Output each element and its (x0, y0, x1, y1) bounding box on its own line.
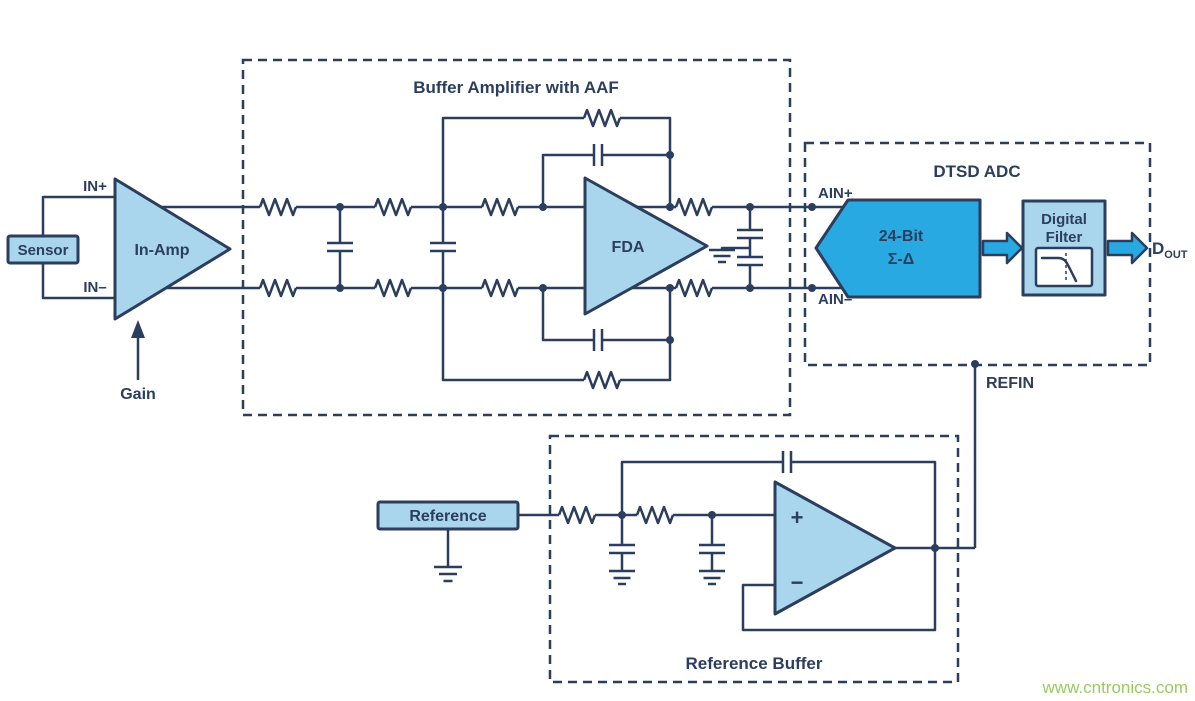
resistor-symbol (674, 197, 714, 217)
reference-opamp-triangle (773, 480, 897, 616)
refin-label: REFIN (986, 375, 1034, 392)
junction-dot (971, 360, 979, 368)
junction-dot (439, 203, 447, 211)
output-common-mode-capacitors (720, 207, 763, 288)
dout-label: DOUT (1152, 239, 1188, 261)
in-amp-triangle (113, 177, 232, 321)
shunt-capacitor-2 (699, 515, 725, 586)
resistor-symbol (258, 278, 298, 298)
resistor-symbol (258, 197, 298, 217)
reference-buffer-title: Reference Buffer (686, 654, 823, 673)
opamp-minus-label: − (791, 570, 804, 595)
junction-dot (746, 284, 754, 292)
in-plus-label: IN+ (83, 178, 107, 195)
junction-dot (618, 511, 626, 519)
modulator-to-filter-arrow (981, 231, 1024, 265)
junction-dot (708, 511, 716, 519)
reference-feedback-capacitor-path (620, 451, 937, 548)
junction-dot (746, 203, 754, 211)
reference-label: Reference (409, 508, 486, 525)
reference-buffer-dashed-box (548, 434, 960, 684)
top-feedback-resistor-path (441, 116, 672, 207)
sensor-input-wires (41, 195, 115, 300)
bottom-feedback-resistor-path (441, 288, 672, 382)
resistor-symbol (582, 108, 622, 128)
fda-label: FDA (612, 239, 645, 256)
junction-dot (666, 284, 674, 292)
dtsd-adc-title: DTSD ADC (933, 162, 1020, 181)
resistor-symbol (674, 278, 714, 298)
shunt-capacitor-1 (609, 515, 635, 586)
buffer-amplifier-title: Buffer Amplifier with AAF (413, 78, 619, 97)
buffer-amplifier-dashed-box (241, 58, 792, 417)
opamp-plus-label: + (791, 505, 804, 530)
junction-dot (666, 336, 674, 344)
gain-label: Gain (120, 386, 156, 403)
junction-dot (666, 203, 674, 211)
resistor-symbol (373, 197, 413, 217)
sigma-delta-modulator-block (814, 198, 982, 299)
ain-minus-label: AIN– (818, 291, 852, 308)
in-minus-label: IN– (83, 279, 106, 296)
modulator-label-line2: Σ-Δ (888, 251, 914, 268)
junction-dot (336, 284, 344, 292)
resistor-symbol (635, 505, 675, 525)
sensor-label: Sensor (18, 242, 69, 259)
watermark-text: www.cntronics.com (1042, 678, 1188, 697)
junction-dot (666, 151, 674, 159)
ain-plus-label: AIN+ (818, 185, 853, 202)
dout-subscript: OUT (1164, 249, 1188, 261)
resistor-symbol (480, 197, 520, 217)
reference-ground-symbol (434, 529, 462, 583)
resistor-symbol (480, 278, 520, 298)
differential-capacitor-2 (430, 207, 456, 288)
reference-feedback-wire (741, 548, 937, 632)
sensor-block (6, 234, 80, 265)
filter-response-icon (1034, 246, 1094, 288)
reference-block (376, 500, 520, 531)
digital-filter-label-line2: Filter (1046, 229, 1083, 246)
junction-dots (336, 151, 979, 552)
junction-dot (439, 284, 447, 292)
gain-arrow-head (131, 320, 145, 338)
junction-dot (539, 284, 547, 292)
bottom-feedback-capacitor-path (541, 288, 670, 351)
filter-to-dout-arrow (1106, 231, 1149, 265)
fda-triangle (583, 176, 709, 316)
resistor-symbol (557, 505, 597, 525)
junction-dot (808, 284, 816, 292)
junction-dot (539, 203, 547, 211)
dout-base: D (1152, 239, 1164, 258)
lowpass-curve-icon (1040, 256, 1078, 283)
differential-capacitor-1 (327, 207, 353, 288)
resistor-symbol (373, 278, 413, 298)
junction-dot (336, 203, 344, 211)
junction-dot (808, 203, 816, 211)
top-feedback-capacitor-path (541, 144, 670, 207)
in-amp-label: In-Amp (134, 242, 189, 259)
output-ground-symbol (709, 248, 735, 264)
digital-filter-label-line1: Digital (1041, 211, 1087, 228)
junction-dot (931, 544, 939, 552)
resistor-symbol (582, 370, 622, 390)
modulator-label-line1: 24-Bit (879, 228, 924, 245)
